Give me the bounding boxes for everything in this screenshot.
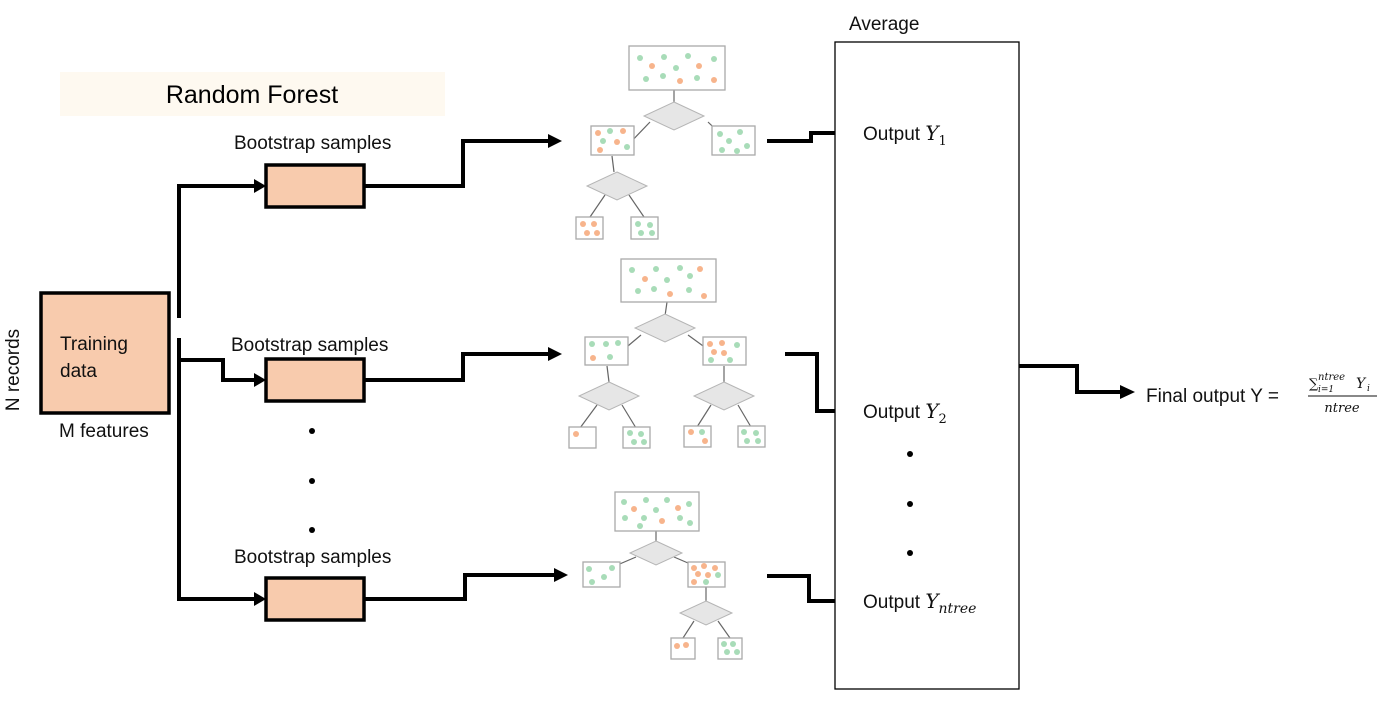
output-1-label: Output Y1 xyxy=(863,121,947,149)
ellipsis-dot xyxy=(907,451,913,457)
ellipsis-dot xyxy=(309,428,315,434)
connector-to-output-1 xyxy=(767,131,840,143)
decision-tree-3 xyxy=(582,491,743,660)
split-node xyxy=(692,381,756,411)
split-node xyxy=(577,381,641,411)
connector-to-bootstrap-3 xyxy=(177,338,255,601)
final-output-formula: Final output Y = ∑ ntree i=1 Y i ntree xyxy=(1146,372,1377,416)
final-output-label: Final output Y = xyxy=(1146,386,1279,407)
arrowhead-tree-2 xyxy=(548,347,562,361)
training-data-box xyxy=(39,291,171,415)
connector-to-bootstrap-2 xyxy=(179,358,255,382)
sum-term: Y xyxy=(1356,376,1367,392)
title-band xyxy=(60,72,445,116)
ellipsis-dot xyxy=(907,550,913,556)
connector-to-tree-2 xyxy=(364,352,550,382)
arrowhead-tree-3 xyxy=(554,568,568,582)
ellipsis-dot xyxy=(309,527,315,533)
bootstrap-label-1: Bootstrap samples xyxy=(234,133,391,154)
output-n-label: Output Yntree xyxy=(863,589,976,617)
bootstrap-sample-box-1 xyxy=(264,163,366,209)
split-node xyxy=(633,313,697,343)
m-features-label: M features xyxy=(59,421,149,442)
bootstrap-label-2: Bootstrap samples xyxy=(231,335,388,356)
arrowhead-tree-1 xyxy=(548,134,562,148)
bootstrap-sample-box-2 xyxy=(264,357,366,403)
leaf-box xyxy=(670,637,696,660)
n-records-label: N records xyxy=(3,329,24,411)
leaf-box xyxy=(575,216,604,240)
split-node xyxy=(628,540,684,566)
sum-upper-limit: ntree xyxy=(1318,372,1345,383)
diagram-title: Random Forest xyxy=(166,81,338,109)
training-data-label-1: Training xyxy=(60,334,128,355)
decision-tree-2 xyxy=(568,258,766,449)
output-2-label: Output Y2 xyxy=(863,399,947,427)
leaf-box xyxy=(737,425,766,448)
average-label: Average xyxy=(849,14,919,35)
bootstrap-label-3: Bootstrap samples xyxy=(234,547,391,568)
arrowhead-bootstrap-3 xyxy=(254,592,266,606)
connector-to-tree-3 xyxy=(364,573,556,601)
split-node xyxy=(678,600,734,626)
split-node xyxy=(642,101,706,131)
connector-to-tree-1 xyxy=(364,139,550,188)
leaf-box xyxy=(582,561,621,588)
connector-to-output-3 xyxy=(767,574,839,603)
connector-to-bootstrap-1 xyxy=(177,184,255,318)
connector-to-final-output xyxy=(1019,364,1122,394)
connector-to-output-2 xyxy=(785,352,839,413)
leaf-box xyxy=(717,637,743,660)
ellipsis-dot xyxy=(309,478,315,484)
sum-term-subscript: i xyxy=(1367,384,1370,394)
root-sample-box xyxy=(614,491,700,532)
average-box xyxy=(834,41,1020,690)
arrowhead-bootstrap-1 xyxy=(254,179,266,193)
leaf-box xyxy=(683,425,712,448)
leaf-box xyxy=(568,426,597,449)
arrowhead-bootstrap-2 xyxy=(254,373,266,387)
sum-symbol: ∑ xyxy=(1309,377,1319,392)
leaf-box xyxy=(630,216,659,240)
leaf-box xyxy=(622,426,651,449)
ellipsis-dot xyxy=(907,501,913,507)
bootstrap-sample-box-3 xyxy=(264,576,366,622)
sum-lower-limit: i=1 xyxy=(1318,385,1334,395)
training-data-label-2: data xyxy=(60,361,97,382)
split-node xyxy=(585,171,649,201)
decision-tree-1 xyxy=(575,45,756,240)
leaf-box xyxy=(711,125,756,156)
arrowhead-final-output xyxy=(1120,385,1135,399)
fraction-denominator: ntree xyxy=(1324,401,1360,416)
